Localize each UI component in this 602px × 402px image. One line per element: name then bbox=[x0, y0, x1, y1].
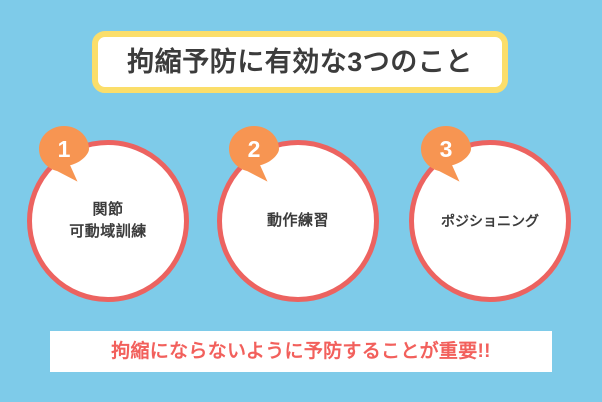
item-label-3: ポジショニング bbox=[441, 212, 539, 229]
item-number-1: 1 bbox=[57, 135, 71, 162]
conclusion-banner: 拘縮にならないように予防することが重要!! bbox=[50, 331, 552, 372]
item-number-3: 3 bbox=[439, 135, 453, 162]
number-pin-3: 3 bbox=[421, 126, 471, 182]
item-label-1: 関節 可動域訓練 bbox=[69, 201, 147, 240]
conclusion-text: 拘縮にならないように予防することが重要!! bbox=[111, 341, 491, 362]
item-circle-1: 関節 可動域訓練 bbox=[27, 140, 189, 302]
number-pin-2: 2 bbox=[229, 126, 279, 182]
number-pin-1: 1 bbox=[39, 126, 89, 182]
item-label-2: 動作練習 bbox=[266, 212, 329, 230]
title-box: 拘縮予防に有効な3つのこと bbox=[92, 31, 508, 93]
item-card-2: 動作練習 2 bbox=[217, 126, 379, 302]
item-card-3: ポジショニング 3 bbox=[409, 126, 571, 302]
item-card-1: 関節 可動域訓練 1 bbox=[27, 126, 189, 302]
page-title: 拘縮予防に有効な3つのこと bbox=[127, 46, 473, 77]
item-number-2: 2 bbox=[247, 135, 261, 162]
